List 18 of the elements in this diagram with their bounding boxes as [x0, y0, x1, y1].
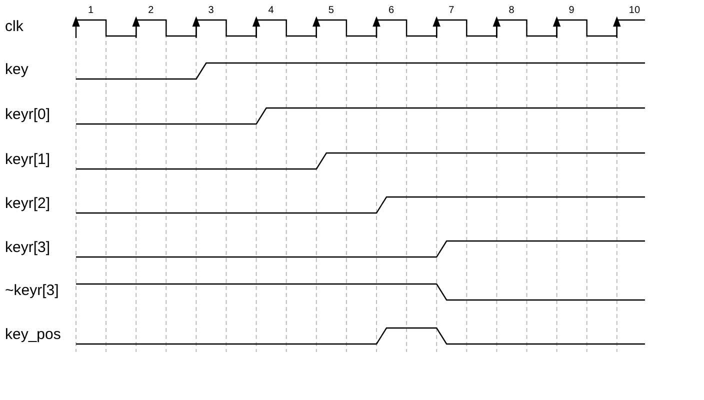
signal-name: key [5, 62, 28, 77]
signal-name: ~keyr[3] [5, 283, 59, 298]
cycle-number: 9 [568, 6, 574, 16]
signal-name: keyr[0] [5, 107, 50, 122]
cycle-number: 4 [268, 6, 274, 16]
signal-name: keyr[1] [5, 152, 50, 167]
cycle-number: 5 [328, 6, 334, 16]
cycle-number: 10 [628, 6, 640, 16]
cycle-number: 2 [148, 6, 154, 16]
cycle-number: 8 [508, 6, 514, 16]
signal-name: keyr[3] [5, 240, 50, 255]
cycle-number: 6 [388, 6, 394, 16]
signal-name: keyr[2] [5, 196, 50, 211]
cycle-number: 1 [88, 6, 94, 16]
cycle-number: 7 [448, 6, 454, 16]
signal-name: key_pos [5, 327, 61, 342]
cycle-number: 3 [208, 6, 214, 16]
signal-name: clk [5, 19, 24, 34]
